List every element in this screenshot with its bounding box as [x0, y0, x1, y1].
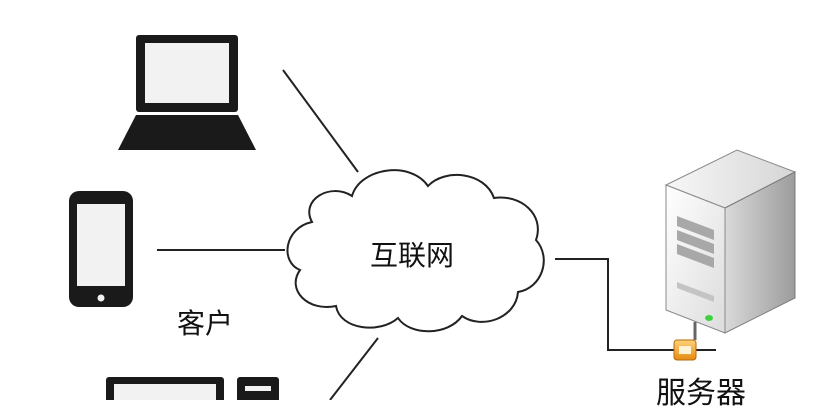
internet-label: 互联网 — [370, 239, 455, 272]
diagram-canvas — [69, 35, 797, 407]
network-diagram: 互联网 客户 服务器 — [69, 35, 797, 411]
server-label: 服务器 — [656, 376, 746, 411]
desktop-computer-icon — [106, 377, 279, 407]
laptop-connection-line — [282, 69, 359, 173]
server-connection-line — [555, 258, 674, 351]
laptop-icon — [118, 35, 256, 150]
cloud-icon — [286, 169, 545, 333]
client-label: 客户 — [177, 307, 234, 340]
smartphone-icon — [69, 191, 133, 307]
desktop-connection-line — [329, 337, 379, 401]
server-status-led — [705, 315, 713, 321]
server-icon — [664, 149, 797, 340]
network-connector-icon — [673, 339, 697, 361]
connection-lines — [157, 69, 716, 401]
